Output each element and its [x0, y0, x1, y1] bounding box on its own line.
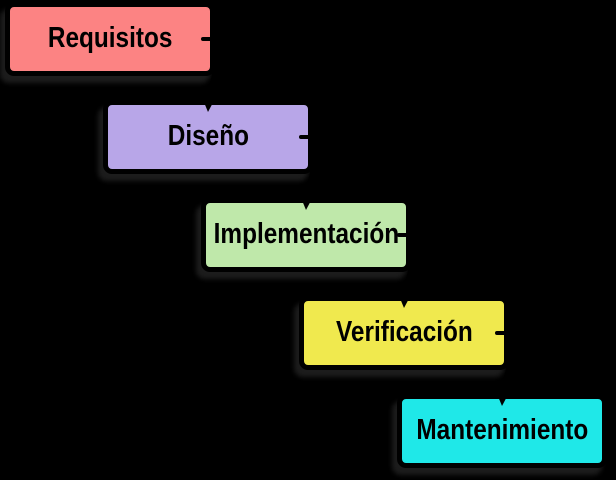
stage-box-verificacion: Verificación: [299, 296, 509, 370]
stage-label-mantenimiento: Mantenimiento: [416, 413, 588, 446]
stage-box-implementacion: Implementación: [201, 198, 411, 272]
stage-label-diseno: Diseño: [167, 119, 249, 152]
stage-label-verificacion: Verificación: [335, 315, 473, 348]
stage-box-requisitos: Requisitos: [5, 2, 215, 76]
stage-box-diseno: Diseño: [103, 100, 313, 174]
stage-label-requisitos: Requisitos: [47, 21, 173, 54]
stage-label-implementacion: Implementación: [213, 217, 399, 250]
stage-box-mantenimiento: Mantenimiento: [397, 394, 607, 468]
